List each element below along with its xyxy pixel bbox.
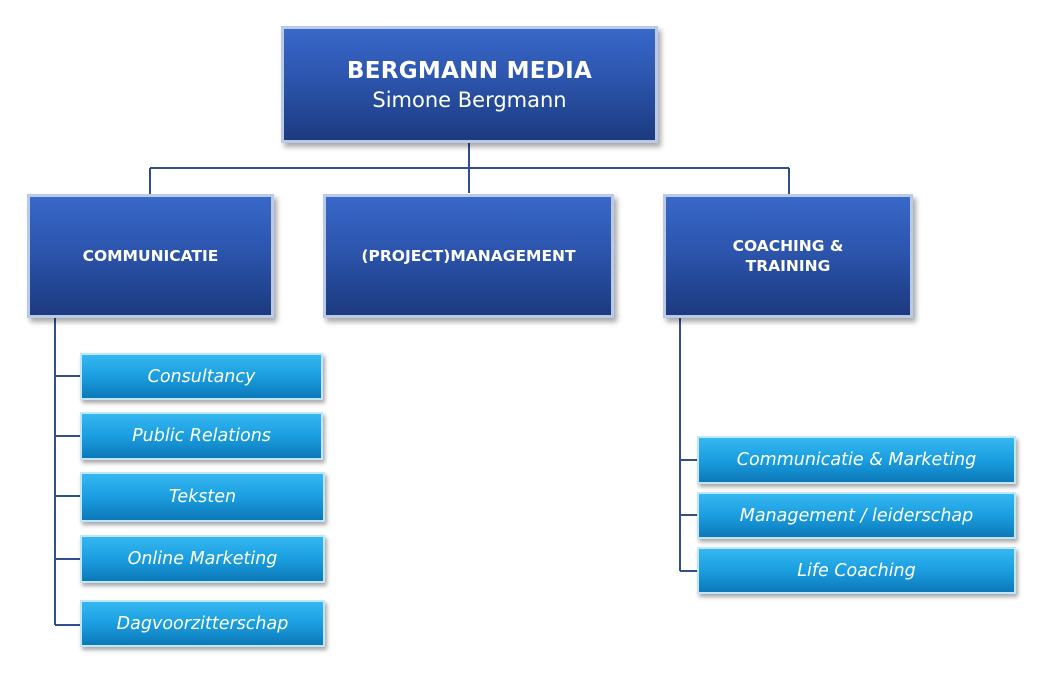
sub-item-management-leiderschap: Management / leiderschap (697, 492, 1016, 539)
dept-label: COACHING & TRAINING (732, 236, 844, 275)
sub-item-consultancy: Consultancy (80, 353, 323, 400)
sub-item-life-coaching: Life Coaching (697, 547, 1016, 594)
sub-item-online-marketing: Online Marketing (80, 535, 325, 583)
root-node: BERGMANN MEDIA Simone Bergmann (281, 26, 658, 143)
dept-communicatie: COMMUNICATIE (27, 194, 274, 318)
person-name: Simone Bergmann (372, 87, 567, 112)
dept-coaching-training: COACHING & TRAINING (663, 194, 913, 318)
company-name: BERGMANN MEDIA (346, 57, 593, 84)
dept-label: (PROJECT)MANAGEMENT (361, 246, 576, 265)
dept-project-management: (PROJECT)MANAGEMENT (323, 194, 614, 318)
dept-label: COMMUNICATIE (82, 246, 219, 265)
sub-item-public-relations: Public Relations (80, 412, 323, 460)
sub-item-dagvoorzitterschap: Dagvoorzitterschap (80, 600, 325, 647)
sub-item-teksten: Teksten (80, 472, 325, 522)
sub-item-communicatie-marketing: Communicatie & Marketing (697, 436, 1016, 484)
